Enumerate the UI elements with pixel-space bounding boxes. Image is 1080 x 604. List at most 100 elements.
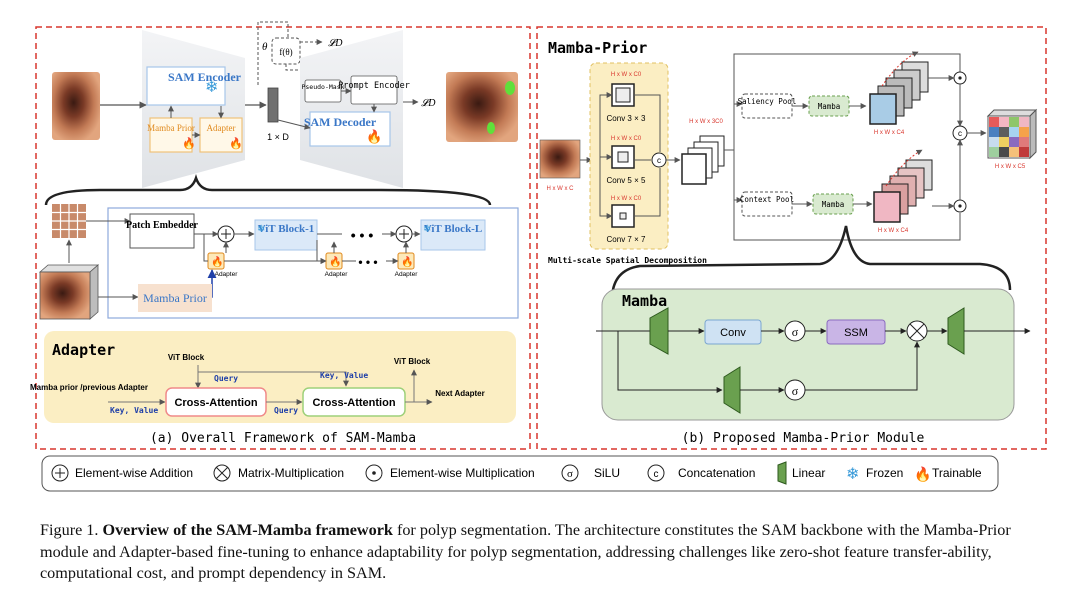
vit-block-l xyxy=(420,219,486,251)
panel-b-border xyxy=(536,26,1047,450)
mamba-detail-title: Mamba xyxy=(622,292,667,310)
legend-silu: SiLU xyxy=(594,466,620,480)
query-label-1: Query xyxy=(214,374,238,383)
linear-layer-3 xyxy=(723,366,741,414)
adapter-small-box xyxy=(199,117,243,153)
hwc5-label: H x W x C5 xyxy=(995,164,1026,170)
prompt-encoder-label: Prompt Encoder xyxy=(338,81,410,91)
input-image-3d xyxy=(38,264,100,320)
mamba-label-2: Mamba xyxy=(822,200,845,209)
saliency-feature-stack xyxy=(869,51,929,125)
fire-icon: 🔥 xyxy=(329,255,341,268)
cross-attention-label-2: Cross-Attention xyxy=(312,397,395,409)
ssm-label: SSM xyxy=(844,327,868,339)
figure-caption: Figure 1. Overview of the SAM-Mamba fram… xyxy=(40,520,1050,585)
mamba-prior-title: Mamba-Prior xyxy=(548,39,647,57)
vit-block-out-label: ViT Block xyxy=(394,357,431,366)
hwc4-label-1: H x W x C4 xyxy=(874,130,905,136)
encoder-shape xyxy=(142,30,245,188)
ssm-box xyxy=(826,319,886,345)
legend-box xyxy=(41,455,999,492)
context-feature-stack xyxy=(873,149,933,223)
sam-decoder-label: SAM Decoder xyxy=(304,115,377,129)
adapter-label-1: Adapter xyxy=(215,271,239,278)
loss-d-top: 𝓛D xyxy=(328,38,343,49)
adapter-label-3: Adapter xyxy=(395,271,419,278)
one-by-d-label: 1 × D xyxy=(267,132,289,142)
dots: • • • xyxy=(358,255,377,269)
patch-embedder-box xyxy=(129,213,195,249)
segmentation-mask-bottom xyxy=(487,122,495,134)
mamba-prior-small-box xyxy=(149,117,193,153)
sam-encoder-box xyxy=(146,66,226,106)
panel-a-caption: (a) Overall Framework of SAM-Mamba xyxy=(150,431,416,446)
concat-c: c xyxy=(657,156,661,165)
pseudo-mask-label: Pseudo-Mask xyxy=(301,83,344,91)
panel-a-border xyxy=(35,26,531,450)
conv5-label: Conv 5 × 5 xyxy=(607,176,646,185)
mamba-prior-small-label: Mamba Prior xyxy=(147,123,195,133)
legend-trainable: Trainable xyxy=(932,466,982,480)
caption-rest: for polyp segmentation. The architecture… xyxy=(40,521,1011,582)
segmentation-mask-top xyxy=(505,81,515,95)
legend: Element-wise Addition Matrix-Multiplicat… xyxy=(41,455,999,492)
cross-attention-label-1: Cross-Attention xyxy=(174,397,257,409)
hwc-label: H x W x C xyxy=(547,186,575,192)
sigma-label-1: σ xyxy=(792,325,799,339)
mamba-prior-label: Mamba Prior xyxy=(143,291,207,305)
snowflake-icon: ❄ xyxy=(846,466,859,483)
dots: • • • xyxy=(351,227,374,243)
mamba-zoom-brace xyxy=(610,225,1012,301)
adapter-small-label: Adapter xyxy=(207,123,236,133)
sam-decoder-box xyxy=(309,111,391,147)
legend-elemmul: Element-wise Multiplication xyxy=(390,466,535,480)
caption-bold: Overview of the SAM-Mamba framework xyxy=(102,521,393,539)
legend-linear: Linear xyxy=(792,466,825,480)
conv3-label: Conv 3 × 3 xyxy=(607,114,646,123)
mamba-prior-prev-label: Mamba prior /previous Adapter xyxy=(30,383,148,392)
legend-frozen: Frozen xyxy=(866,466,903,480)
saliency-pool-label: Saliency Pool xyxy=(738,97,797,106)
snowflake-icon: ❄ xyxy=(257,224,265,235)
legend-silu-sigma: σ xyxy=(567,468,573,480)
fire-icon: 🔥 xyxy=(211,255,223,268)
output-feature-grid xyxy=(986,108,1038,160)
key-value-label-2: Key, Value xyxy=(110,406,158,415)
key-value-label-1: Key, Value xyxy=(320,371,368,380)
panel-b-caption: (b) Proposed Mamba-Prior Module xyxy=(682,431,925,446)
legend-matmul: Matrix-Multiplication xyxy=(238,466,344,480)
input-polyp-image xyxy=(52,72,100,140)
panel-a: SAM Encoder ❄ Mamba Prior 🔥 Adapter 🔥 1 … xyxy=(30,21,531,450)
context-pool-label: Context Pool xyxy=(740,195,794,204)
patch-grid-image xyxy=(52,204,86,238)
hw3c0-label: H x W x 3C0 xyxy=(689,119,723,125)
linear-layer-1 xyxy=(649,307,669,355)
hwc0-label-3: H x W x C0 xyxy=(611,196,642,202)
fire-icon: 🔥 xyxy=(182,137,196,150)
fire-icon: 🔥 xyxy=(229,137,243,150)
vit-block-in-label: ViT Block xyxy=(168,353,205,362)
zoom-brace xyxy=(44,174,492,206)
vit-block-1-label: ViT Block-1 xyxy=(258,223,315,235)
concat-feature-stack xyxy=(681,135,725,185)
mamba-prior-box xyxy=(138,284,212,312)
legend-linear-icon xyxy=(777,461,787,485)
sigma-label-2: σ xyxy=(792,384,799,398)
input-image-b xyxy=(539,139,581,179)
loss-d-right: 𝓛D xyxy=(421,98,436,109)
patch-embedder-label: Patch Embedder xyxy=(126,220,199,231)
snowflake-icon: ❄ xyxy=(205,79,218,96)
fire-icon: 🔥 xyxy=(914,466,931,483)
conv-box xyxy=(704,319,762,345)
hwc4-label-2: H x W x C4 xyxy=(878,228,909,234)
snowflake-icon: ❄ xyxy=(423,224,431,235)
concat-c-2: c xyxy=(958,129,962,138)
multiscale-label: Multi-scale Spatial Decomposition xyxy=(548,255,707,265)
panel-b: Mamba-Prior H x W x C H x W x C0 Conv 3 … xyxy=(536,26,1047,450)
hwc0-label-2: H x W x C0 xyxy=(611,136,642,142)
adapter-title: Adapter xyxy=(52,341,115,359)
conv7-label: Conv 7 × 7 xyxy=(607,235,646,244)
conv-label: Conv xyxy=(720,327,746,339)
fire-icon: 🔥 xyxy=(401,255,413,268)
